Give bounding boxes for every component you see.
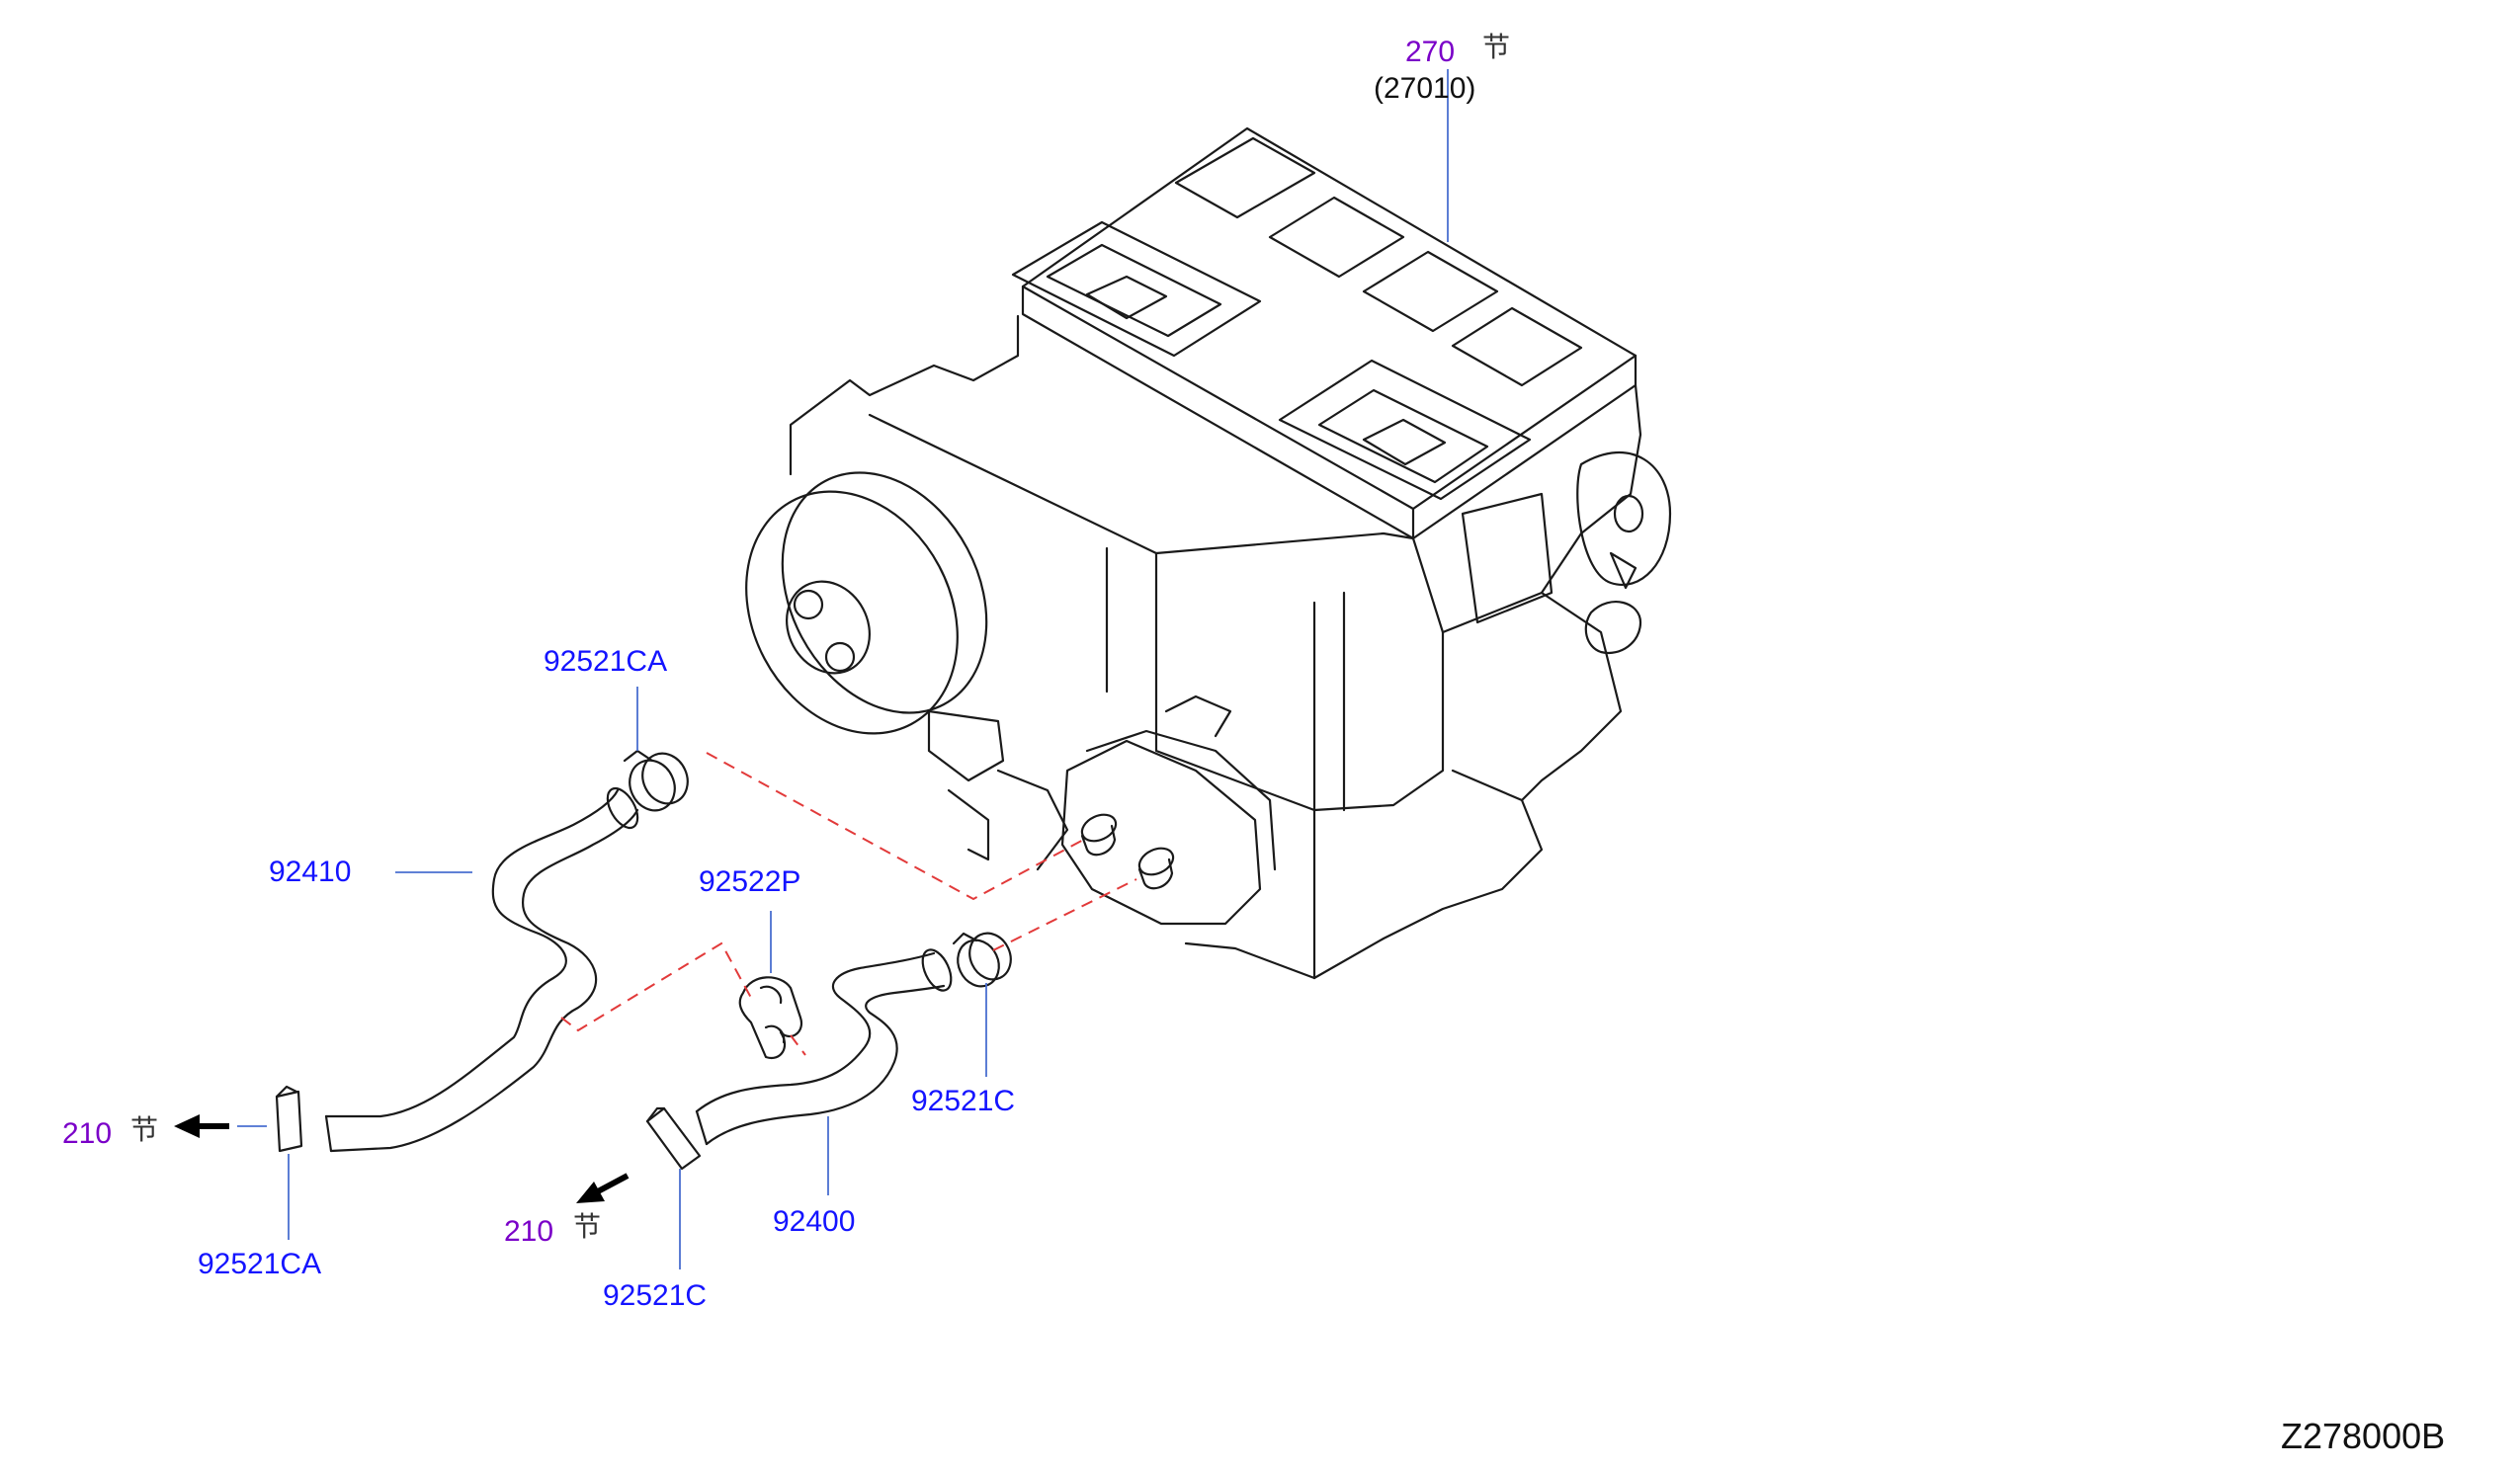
section-ref-210-left[interactable]: 210 [62,1117,113,1150]
section-ref-210-left-kanji: 节 [130,1113,159,1146]
arrow-left-icon [174,1114,229,1138]
part-label-clamp-right[interactable]: 92521C [911,1085,1016,1117]
part-label-clamp-lower-center[interactable]: 92521C [603,1279,708,1312]
section-ref-210-bottom-kanji: 节 [573,1210,602,1243]
hose-upper-icon [324,786,639,1153]
hose-clamp-icon [275,749,1012,1171]
section-ref-270[interactable]: 270 [1405,36,1456,68]
part-label-clamp-upper[interactable]: 92521CA [544,645,668,678]
part-label-clip-center[interactable]: 92522P [699,865,801,898]
section-ref-270-kanji: 节 [1482,31,1511,63]
part-label-hose-lower[interactable]: 92400 [773,1205,856,1238]
section-ref-210-bottom[interactable]: 210 [504,1215,554,1248]
hose-clip-icon [738,976,803,1060]
part-label-clamp-lower-left[interactable]: 92521CA [198,1248,322,1280]
heater-unit-icon [745,126,1672,980]
part-label-hose-upper[interactable]: 92410 [269,856,352,888]
dashed-connectors [560,752,1137,1056]
assembly-part-number[interactable]: (27010) [1374,72,1476,105]
leader-lines [237,69,1449,1269]
hose-lower-icon [695,948,953,1146]
arrow-down-left-icon [576,1173,630,1203]
figure-code: Z278000B [2281,1416,2446,1456]
